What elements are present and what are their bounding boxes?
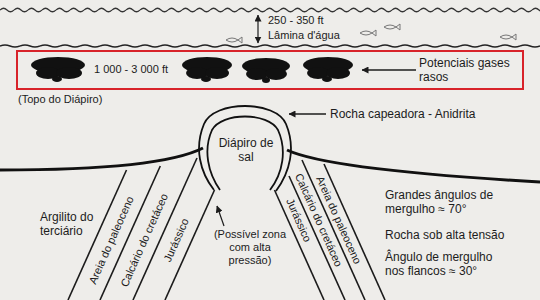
dip-note: Ângulo de mergulho nos flancos ≈ 30° [385, 250, 503, 278]
salt-diapir: Diápiro de sal [196, 98, 296, 194]
gas-blob [31, 57, 85, 82]
stratum-boundary [302, 160, 365, 300]
stress-note: Rocha sob alta tensão [385, 228, 504, 242]
leader-arrow [217, 206, 224, 226]
depth-arrow [257, 15, 258, 43]
dip-note: Grandes ângulos de mergulho ≈ 70° [385, 188, 503, 216]
fish-symbol [360, 30, 376, 36]
stratum-boundary [324, 164, 385, 300]
gas-blob [242, 58, 290, 83]
stratum-label: Jurássico [161, 216, 191, 263]
fish-symbol [500, 34, 516, 40]
gas-label: Potenciais gases rasos [419, 56, 519, 84]
caprock-label: Rocha capeadora - Anidrita [330, 107, 475, 121]
highlight-box: 1 000 - 3 000 ft Potenciais gases rasos [16, 50, 524, 90]
water-surface [0, 6, 540, 14]
gas-blob [182, 57, 232, 82]
diapir-label: Diápiro de sal [213, 136, 279, 164]
diapir-outline [207, 117, 282, 191]
strata-lines [68, 158, 385, 300]
leader-arrow [362, 69, 416, 70]
depth-label: 1 000 - 3 000 ft [94, 63, 184, 76]
horizon-line [0, 148, 203, 170]
depth-label: 250 - 350 ft [268, 14, 324, 27]
pressure-note: (Possível zona com alta pressão) [212, 228, 288, 267]
fish-symbol [226, 37, 242, 43]
sea-floor [0, 43, 540, 49]
gas-pockets [31, 57, 353, 83]
water-label: Lâmina d'água [268, 29, 340, 42]
diapir-outline [199, 106, 291, 191]
note-label: (Topo do Diápiro) [18, 93, 102, 106]
gas-blob [303, 57, 353, 82]
fish-symbol [384, 24, 400, 30]
formation-label: Argilito do terciário [40, 210, 112, 238]
leader-arrow [289, 113, 326, 114]
fish [226, 24, 516, 43]
